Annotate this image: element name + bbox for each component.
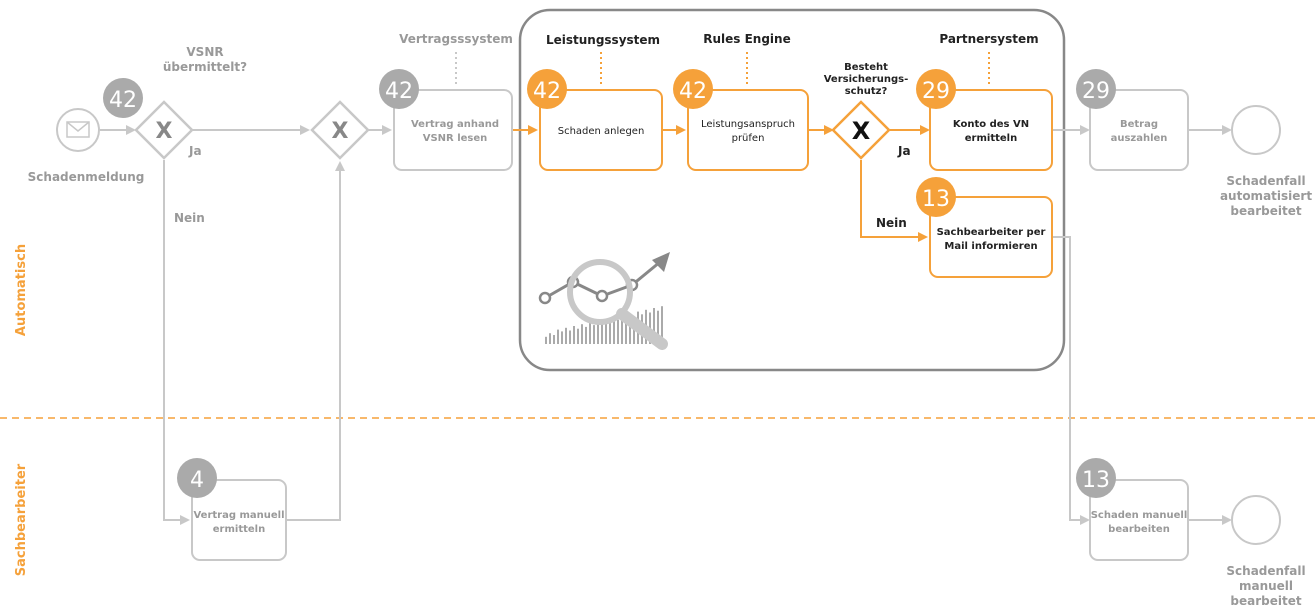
badge-start: 42 [103,78,143,118]
svg-text:Vertrag manuell: Vertrag manuell [193,510,284,521]
svg-text:ermitteln: ermitteln [213,524,265,535]
svg-text:Mail informieren: Mail informieren [944,241,1037,252]
end-manual-label-line2: manuell [1239,579,1293,593]
end-manual-label-line3: bearbeitet [1230,594,1301,608]
flow-manuell-to-merge [286,161,345,521]
gateway-symbol: X [332,119,349,144]
task-konto-ermitteln[interactable]: Konto des VN ermitteln [929,89,1053,171]
system-label-vertrag: Vertragsssystem [399,32,513,46]
end-event-auto[interactable] [1231,105,1281,155]
gateway-merge[interactable]: X [310,100,370,160]
gateway-symbol: X [156,119,173,144]
svg-text:prüfen: prüfen [732,133,765,144]
system-frame [518,8,1066,372]
flow-mail-to-manuell [1052,236,1090,525]
svg-text:Schaden anlegen: Schaden anlegen [558,126,645,137]
gateway-vsnr[interactable]: X [134,100,194,160]
flow-gateway-nein-mail [860,160,928,242]
badge-leistung-pruefen: 42 [673,69,713,109]
flow-gateway-nein [163,160,190,525]
task-vertrag-lesen[interactable]: Vertrag anhand VSNR lesen [393,89,513,171]
start-event[interactable] [56,108,100,152]
svg-text:42: 42 [679,79,707,104]
branch-label-ja-2: Ja [897,144,911,158]
task-vertrag-manuell[interactable]: Vertrag manuell ermitteln [191,479,287,561]
svg-text:Leistungsanspruch: Leistungsanspruch [701,119,795,130]
envelope-icon [66,121,90,138]
svg-text:42: 42 [385,79,413,104]
task-schaden-anlegen[interactable]: Schaden anlegen [539,89,663,171]
svg-text:42: 42 [109,88,137,113]
lane-label-automatic: Automatisch [14,244,29,336]
svg-text:VSNR lesen: VSNR lesen [423,133,488,144]
badge-konto-ermitteln: 29 [916,69,956,109]
svg-text:Sachbearbeiter per: Sachbearbeiter per [937,227,1046,238]
system-label-leistung: Leistungssystem [546,33,660,47]
branch-label-ja-1: Ja [188,144,202,158]
badge-vertrag-manuell: 4 [177,458,217,498]
end-auto-label-line3: bearbeitet [1230,204,1301,218]
gateway-schutz-question-line2: Versicherungs- [824,74,909,85]
gateway-vsnr-question-line2: übermittelt? [163,60,247,74]
task-schaden-manuell[interactable]: Schaden manuell bearbeiten [1089,479,1189,561]
svg-text:bearbeiten: bearbeiten [1108,524,1170,535]
end-manual-label-line1: Schadenfall [1226,564,1305,578]
svg-text:ermitteln: ermitteln [965,133,1017,144]
svg-text:29: 29 [922,79,950,104]
badge-schaden-anlegen: 42 [527,69,567,109]
gateway-symbol: X [852,117,871,145]
svg-text:Vertrag anhand: Vertrag anhand [411,119,499,130]
task-betrag-auszahlen[interactable]: Betrag auszahlen [1089,89,1189,171]
svg-text:4: 4 [190,468,204,493]
badge-schaden-manuell: 13 [1076,458,1116,498]
svg-text:Konto des VN: Konto des VN [953,119,1029,130]
gateway-schutz-question-line3: schutz? [845,86,888,97]
end-auto-label-line2: automatisiert [1220,189,1312,203]
svg-text:29: 29 [1082,79,1110,104]
end-auto-label-line1: Schadenfall [1226,174,1305,188]
task-leistung-pruefen[interactable]: Leistungsanspruch prüfen [687,89,809,171]
lane-label-manual: Sachbearbeiter [14,463,29,576]
svg-text:Schaden manuell: Schaden manuell [1091,510,1188,521]
analytics-magnifier-icon [538,252,670,350]
task-mail-informieren[interactable]: Sachbearbeiter per Mail informieren [929,196,1053,278]
svg-text:13: 13 [922,187,950,212]
gateway-schutz-question-line1: Besteht [844,62,888,73]
system-label-rules: Rules Engine [703,32,790,46]
badge-betrag-auszahlen: 29 [1076,69,1116,109]
branch-label-nein-2: Nein [876,216,907,230]
svg-text:42: 42 [533,79,561,104]
svg-text:Betrag: Betrag [1120,119,1158,130]
gateway-vsnr-question-line1: VSNR [186,45,223,59]
svg-text:auszahlen: auszahlen [1111,133,1168,144]
system-label-partner: Partnersystem [939,32,1038,46]
start-event-label: Schadenmeldung [28,170,145,184]
end-event-manual[interactable] [1231,495,1281,545]
gateway-versicherungsschutz[interactable]: X [831,100,891,160]
badge-vertrag-lesen: 42 [379,69,419,109]
branch-label-nein-1: Nein [174,211,205,225]
svg-text:13: 13 [1082,468,1110,493]
badge-mail-informieren: 13 [916,177,956,217]
